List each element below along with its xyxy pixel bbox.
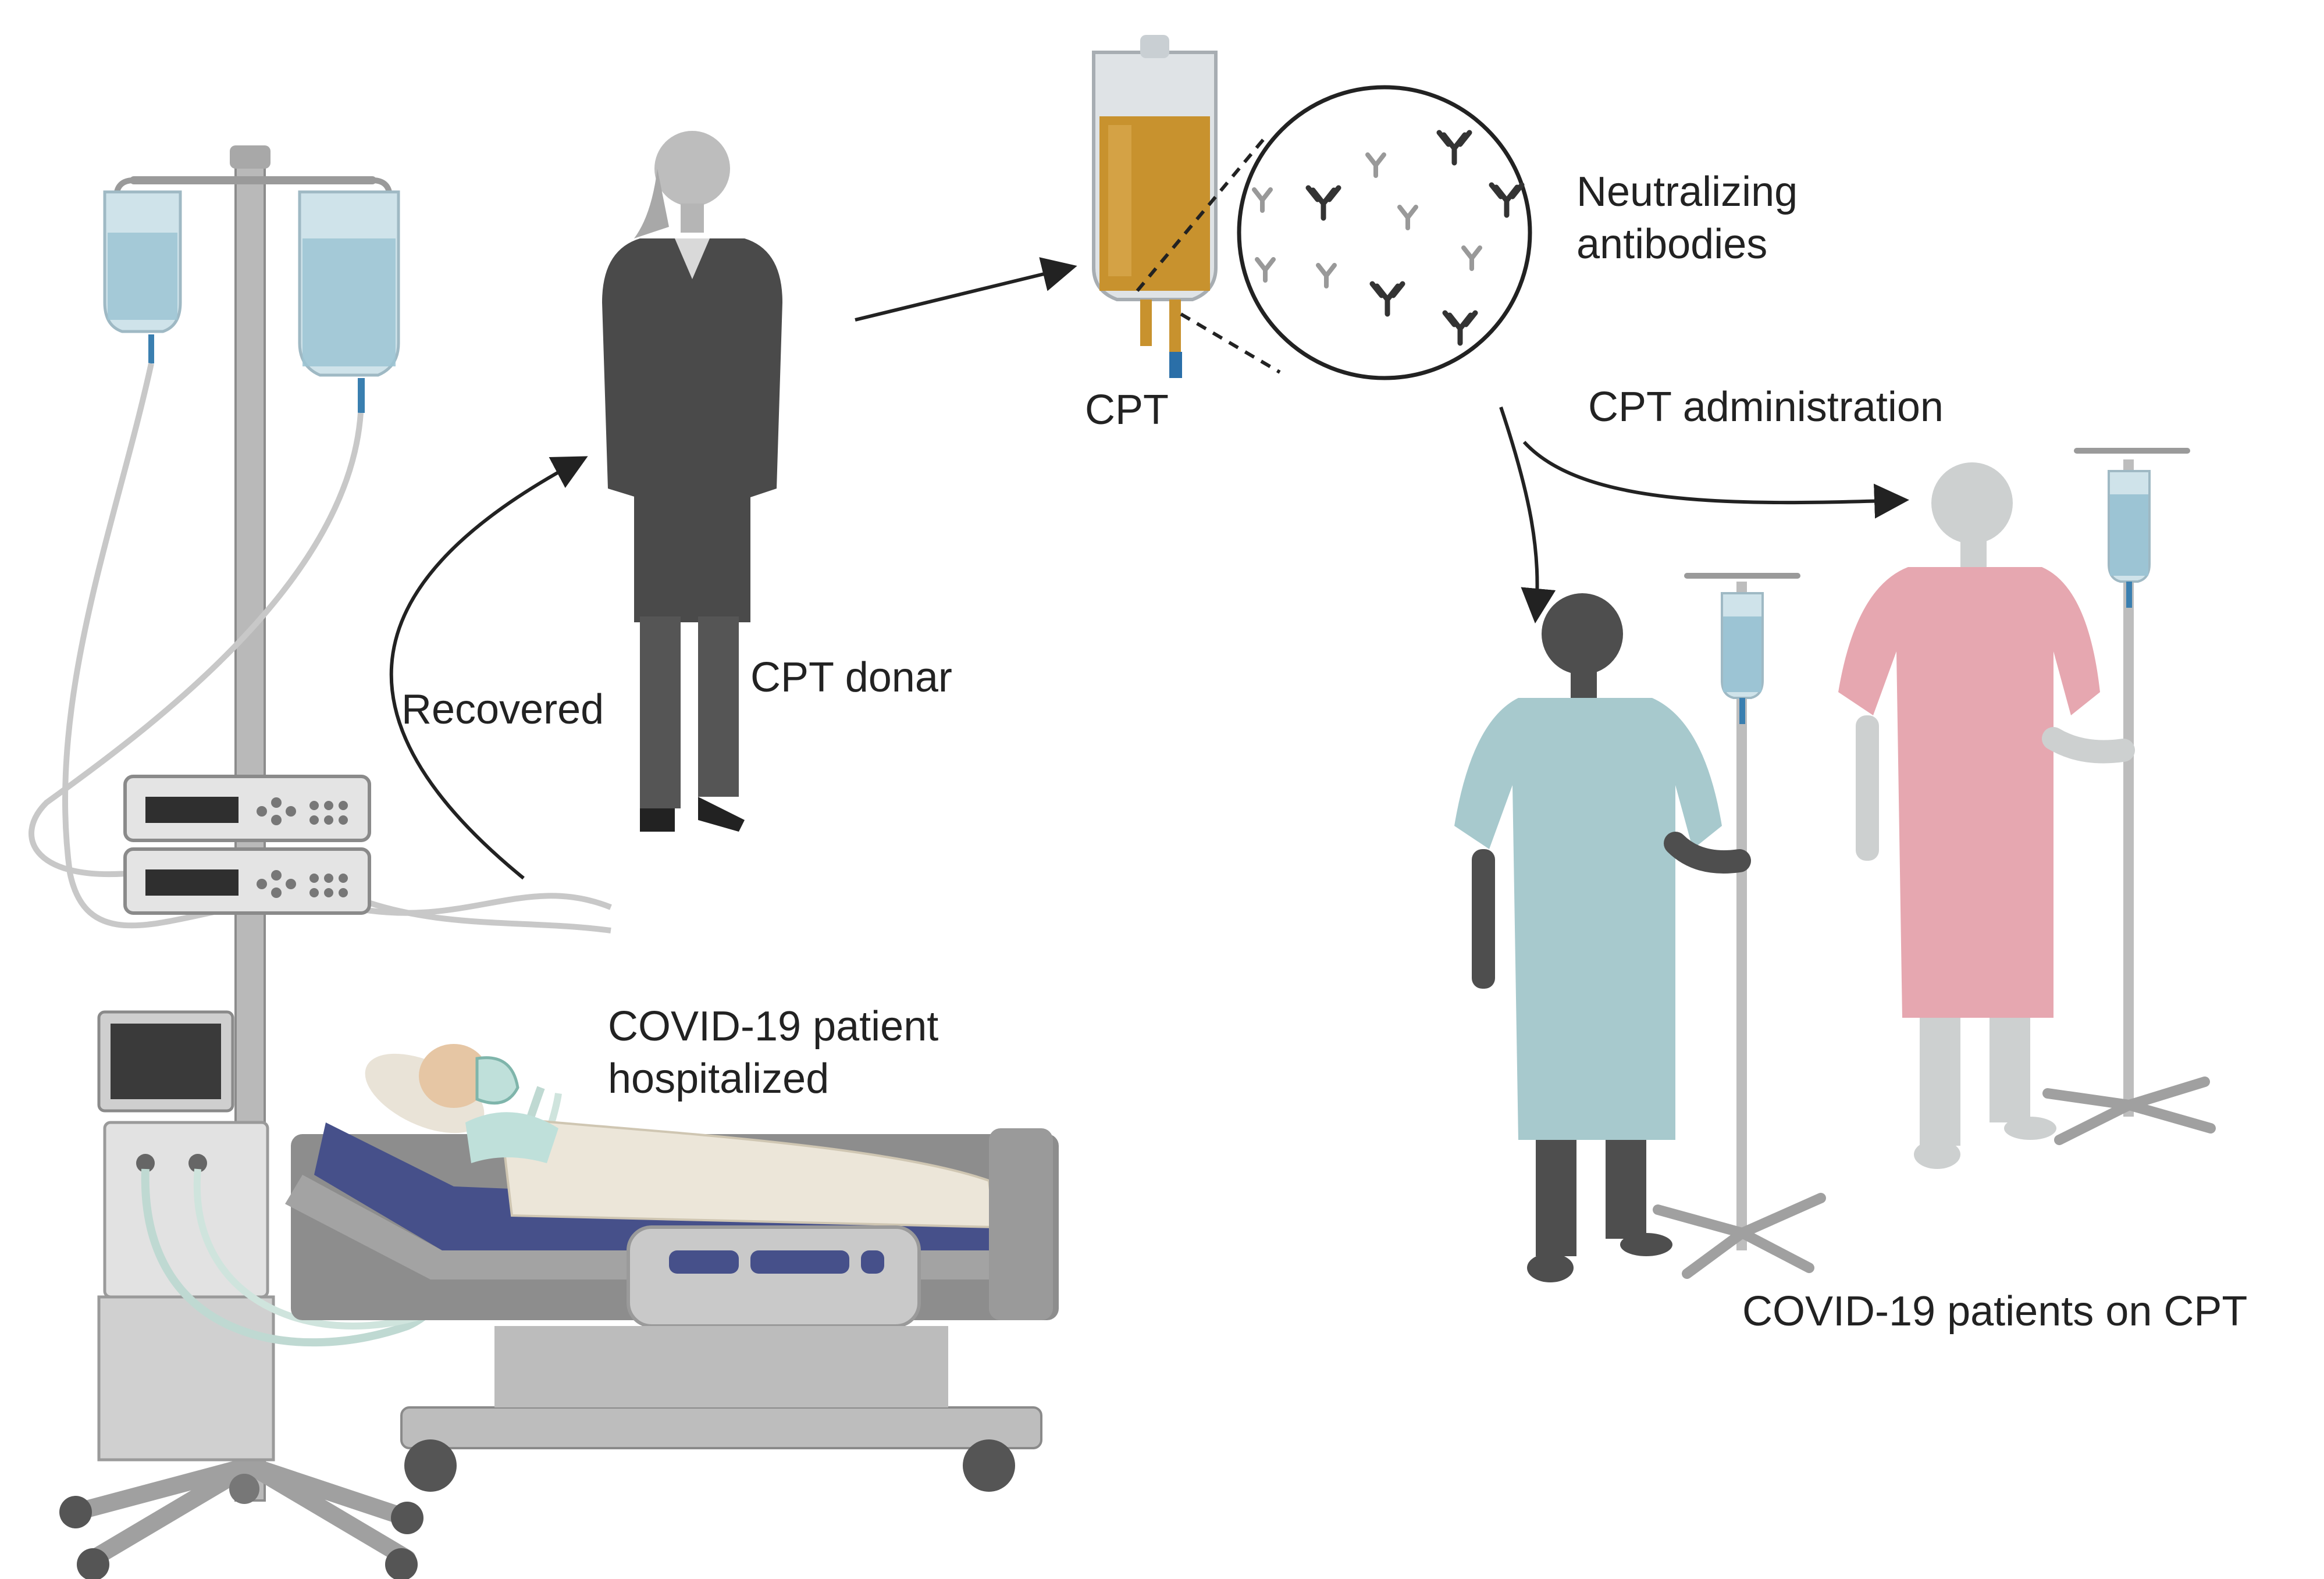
arrow-to-patient-1 [1499, 407, 1556, 623]
label-hospitalized-patient: COVID-19 patient hospitalized [608, 1000, 938, 1105]
arrows [389, 257, 1909, 880]
arrow-recovered [389, 456, 588, 880]
patient-in-bed [365, 1044, 558, 1163]
iv-bag-icon [298, 190, 400, 413]
plasma-bag-icon [1092, 35, 1218, 378]
infusion-pump-icon [123, 847, 371, 915]
label-neutralizing-antibodies: Neutralizing antibodies [1576, 166, 1798, 270]
label-cpt-donor: CPT donar [750, 654, 952, 701]
arrow-to-plasma [855, 257, 1077, 322]
patient-pink-gown-icon [1838, 462, 2135, 1169]
label-hospitalized-line1: COVID-19 patient [608, 1003, 939, 1050]
label-patients-on-cpt: COVID-19 patients on CPT [1742, 1288, 2248, 1335]
iv-pole-icon [2042, 448, 2216, 1145]
arrow-to-patient-2 [1522, 440, 1909, 519]
antibody-magnifier [1136, 85, 1532, 380]
infusion-pump-icon [123, 775, 371, 842]
patient-teal-gown-icon [1454, 593, 1751, 1282]
label-cpt: CPT [1085, 387, 1169, 433]
label-cpt-administration: CPT administration [1588, 384, 1944, 430]
ventilator-icon [97, 1010, 275, 1462]
hospital-bed-icon [285, 1115, 1059, 1492]
label-antibodies-line2: antibodies [1576, 221, 1768, 268]
label-recovered: Recovered [401, 686, 604, 733]
cpt-donor-icon [602, 131, 782, 832]
label-hospitalized-line2: hospitalized [608, 1056, 830, 1102]
iv-pole-icon [1653, 573, 1826, 1279]
iv-bag-icon [103, 190, 182, 363]
label-antibodies-line1: Neutralizing [1576, 169, 1798, 215]
